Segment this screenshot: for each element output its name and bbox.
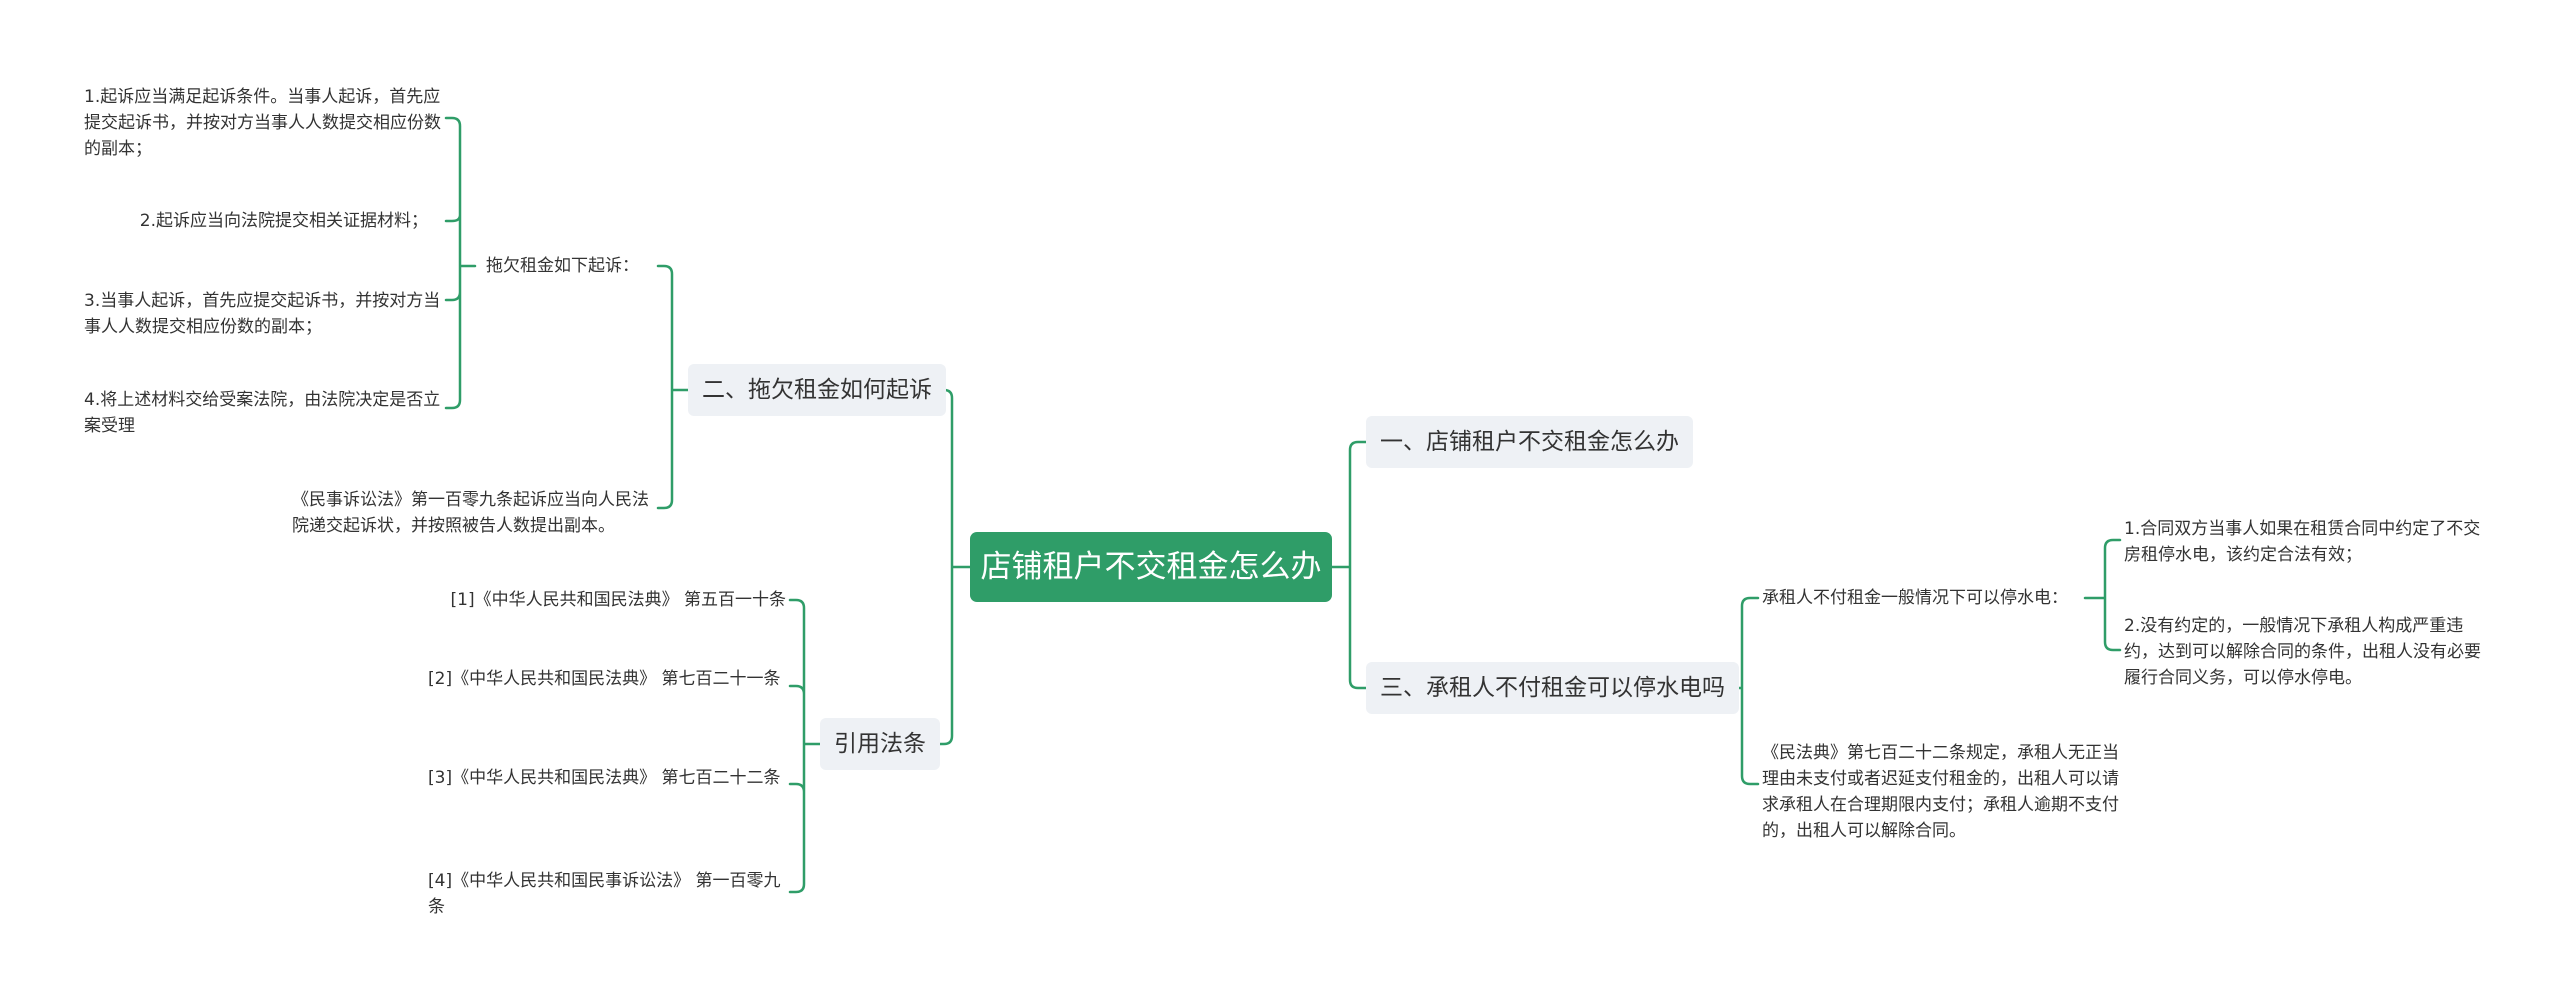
item-sue-step-4[interactable]: 4.将上述材料交给受案法院，由法院决定是否立案受理 xyxy=(84,390,441,436)
branch-cited-laws[interactable]: 引用法条 xyxy=(820,718,940,770)
root-topic[interactable]: 店铺租户不交租金怎么办 xyxy=(970,532,1332,602)
group-label-cut-utilities[interactable]: 承租人不付租金一般情况下可以停水电： xyxy=(1762,588,2068,608)
connector-b2-children xyxy=(656,264,692,510)
item-sue-step-1[interactable]: 1.起诉应当满足起诉条件。当事人起诉，首先应提交起诉书，并按对方当事人人数提交相… xyxy=(84,87,441,159)
cited-law-3[interactable]: [3]《中华人民共和国民法典》 第七百二十二条 xyxy=(428,768,781,788)
connector-b2-group-items xyxy=(444,116,477,410)
branch-tenant-not-paying-rent[interactable]: 一、店铺租户不交租金怎么办 xyxy=(1366,416,1693,468)
item-contract-agreement[interactable]: 1.合同双方当事人如果在租赁合同中约定了不交房租停水电，该约定合法有效； xyxy=(2124,519,2481,565)
connector-b3-group-items xyxy=(2083,538,2122,652)
branch-how-to-sue[interactable]: 二、拖欠租金如何起诉 xyxy=(688,364,946,416)
cited-law-4[interactable]: [4]《中华人民共和国民事诉讼法》 第一百零九条 xyxy=(428,871,781,917)
branch-cut-utilities[interactable]: 三、承租人不付租金可以停水电吗 xyxy=(1366,662,1739,714)
law-civil-procedure-109[interactable]: 《民事诉讼法》第一百零九条起诉应当向人民法院递交起诉状，并按照被告人数提出副本。 xyxy=(292,490,649,536)
connector-root-right xyxy=(1330,440,1368,690)
item-sue-step-2[interactable]: 2.起诉应当向法院提交相关证据材料； xyxy=(139,211,428,231)
group-label-sue-steps[interactable]: 拖欠租金如下起诉： xyxy=(486,256,639,276)
connector-root-left xyxy=(936,388,972,746)
cited-law-1[interactable]: [1]《中华人民共和国民法典》 第五百一十条 xyxy=(450,590,786,610)
connector-b3-children xyxy=(1724,596,1760,786)
cited-law-2[interactable]: [2]《中华人民共和国民法典》 第七百二十一条 xyxy=(428,669,781,689)
connector-refs-items xyxy=(788,598,822,894)
item-sue-step-3[interactable]: 3.当事人起诉，首先应提交起诉书，并按对方当事人人数提交相应份数的副本； xyxy=(84,291,441,337)
law-civil-code-722[interactable]: 《民法典》第七百二十二条规定，承租人无正当理由未支付或者迟延支付租金的，出租人可… xyxy=(1762,743,2119,841)
item-no-agreement[interactable]: 2.没有约定的，一般情况下承租人构成严重违约，达到可以解除合同的条件，出租人没有… xyxy=(2124,616,2481,688)
